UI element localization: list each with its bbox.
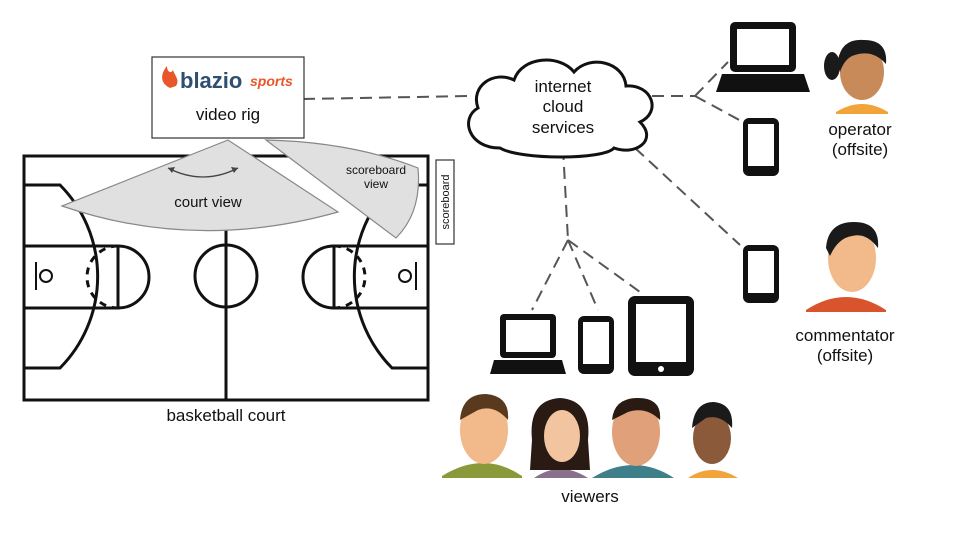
link-viewers-laptop (531, 239, 569, 311)
viewer-avatar-2 (530, 398, 590, 478)
court-label: basketball court (166, 406, 286, 425)
brand-name: blazio (180, 68, 242, 93)
scoreboard-view-line2: view (363, 177, 388, 192)
blazio-logo: blazio sports (162, 66, 293, 93)
link-cloud-viewers (562, 147, 569, 241)
scoreboard-box (435, 159, 455, 245)
phone-icon (578, 316, 614, 374)
arrow-head-right (231, 167, 238, 173)
scoreboard-view-cone (264, 139, 420, 239)
ft-arc-left-dashed (85, 244, 119, 310)
court-view-label: court view (174, 194, 242, 211)
commentator-line1: commentator (795, 326, 895, 345)
scoreboard-label: scoreboard (440, 174, 452, 229)
tablet-icon (628, 296, 694, 376)
hoop-left (39, 269, 53, 283)
video-rig-label: video rig (195, 105, 261, 124)
court-view-cone (60, 139, 340, 232)
basketball-court (22, 154, 430, 402)
commentator-label: commentator (offsite) (770, 326, 920, 367)
laptop-icon (716, 22, 810, 92)
scoreboard-view-line1: scoreboard (345, 163, 407, 177)
phone-icon (743, 118, 779, 176)
operator-label: operator (offsite) (800, 120, 920, 161)
viewers-label: viewers (561, 487, 619, 506)
commentator-avatar (806, 222, 886, 312)
flame-icon (162, 66, 178, 88)
key-left (22, 244, 120, 310)
link-rig-cloud (302, 95, 471, 100)
cloud-label-line1: internet (534, 77, 592, 96)
connections (302, 61, 744, 311)
operator-line1: operator (828, 120, 892, 139)
ft-arc-left-solid (117, 244, 151, 310)
operator-line2: (offsite) (831, 140, 889, 160)
scoreboard-view-label: scoreboard view (336, 163, 416, 192)
cloud-label-line2: cloud (542, 97, 584, 117)
phone-icon (743, 245, 779, 303)
ft-arc-right-solid (301, 244, 335, 310)
cloud-label-line3: services (531, 117, 595, 137)
laptop-icon (490, 314, 566, 374)
link-operator-laptop (694, 61, 729, 97)
key-right (332, 244, 430, 310)
commentator-line2: (offsite) (816, 346, 874, 366)
court-view-arc-arrow (167, 167, 239, 178)
ft-arc-right-dashed (333, 244, 367, 310)
link-viewers-tablet (567, 239, 641, 293)
arrow-head-left (168, 167, 175, 173)
brand-suffix: sports (250, 73, 293, 89)
cloud-label: internet cloud services (503, 77, 623, 138)
link-viewers-phone (567, 239, 599, 311)
viewer-avatar-3 (592, 398, 674, 478)
cloud-shape (467, 58, 654, 159)
link-operator-phone (694, 95, 744, 123)
operator-avatar (824, 39, 888, 114)
hoop-right (398, 269, 412, 283)
link-cloud-commentator (634, 147, 741, 246)
viewer-avatar-1 (442, 394, 522, 478)
video-rig-box (151, 56, 305, 139)
viewer-avatar-4 (688, 402, 738, 478)
court-center-circle (193, 243, 259, 309)
